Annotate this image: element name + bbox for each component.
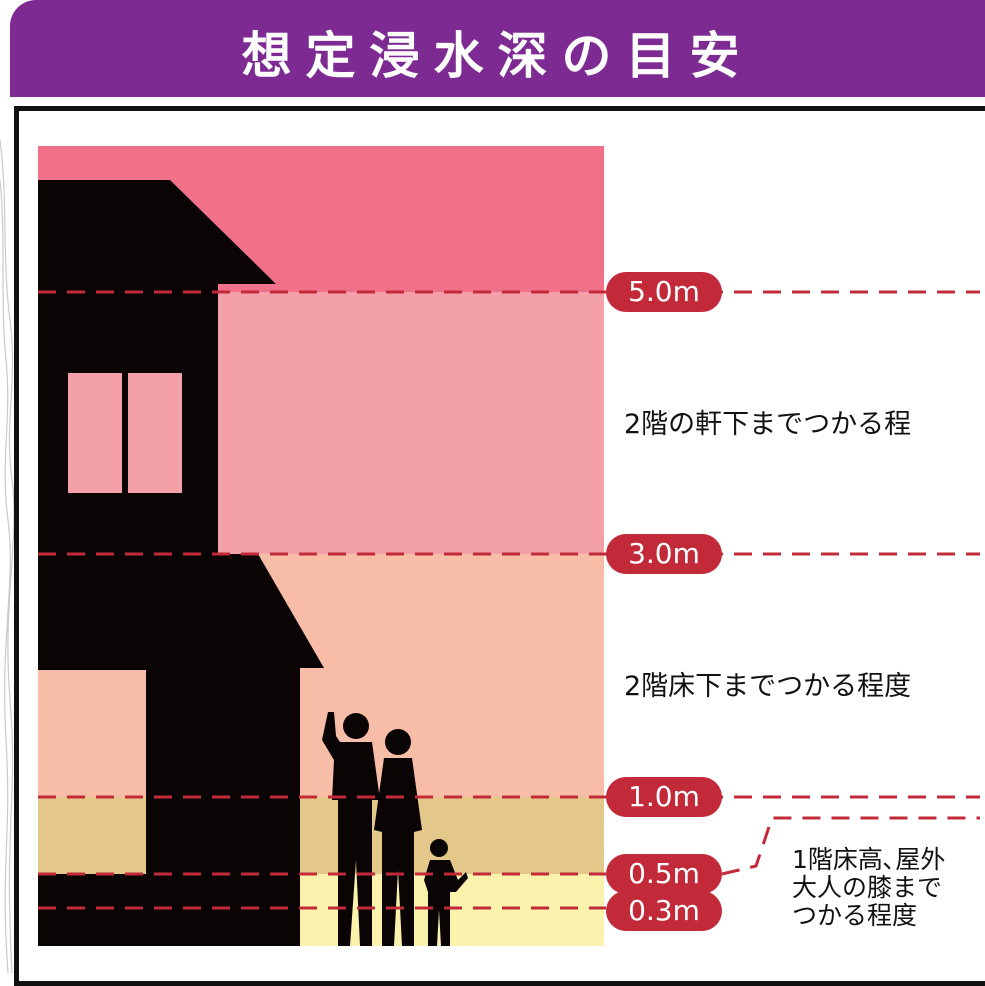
lower-window-flooded — [38, 797, 146, 874]
level-badge-03m: 0.3m — [606, 891, 722, 931]
description-above-1m: 2階床下までつかる程度 — [624, 671, 912, 702]
level-badge-5m: 5.0m — [606, 272, 722, 312]
upper-window-right — [128, 373, 182, 493]
level-badge-3m: 3.0m — [606, 534, 722, 574]
page-title: 想定浸水深の目安 — [241, 27, 754, 85]
description-low-line1: 1階床高､屋外 — [792, 845, 946, 874]
upper-window-left — [68, 373, 122, 493]
leader-line-low — [721, 816, 980, 876]
people-silhouette — [322, 712, 468, 946]
lower-window — [38, 670, 146, 797]
level-badge-05m: 0.5m — [606, 854, 722, 894]
description-above-3m: 2階の軒下までつかる程 — [624, 409, 912, 440]
description-low-line3: つかる程度 — [792, 901, 918, 930]
title-bar — [10, 0, 985, 97]
description-low-line2: 大人の膝まで — [792, 873, 943, 902]
level-lines — [38, 290, 980, 910]
level-badge-1m: 1.0m — [606, 777, 722, 817]
